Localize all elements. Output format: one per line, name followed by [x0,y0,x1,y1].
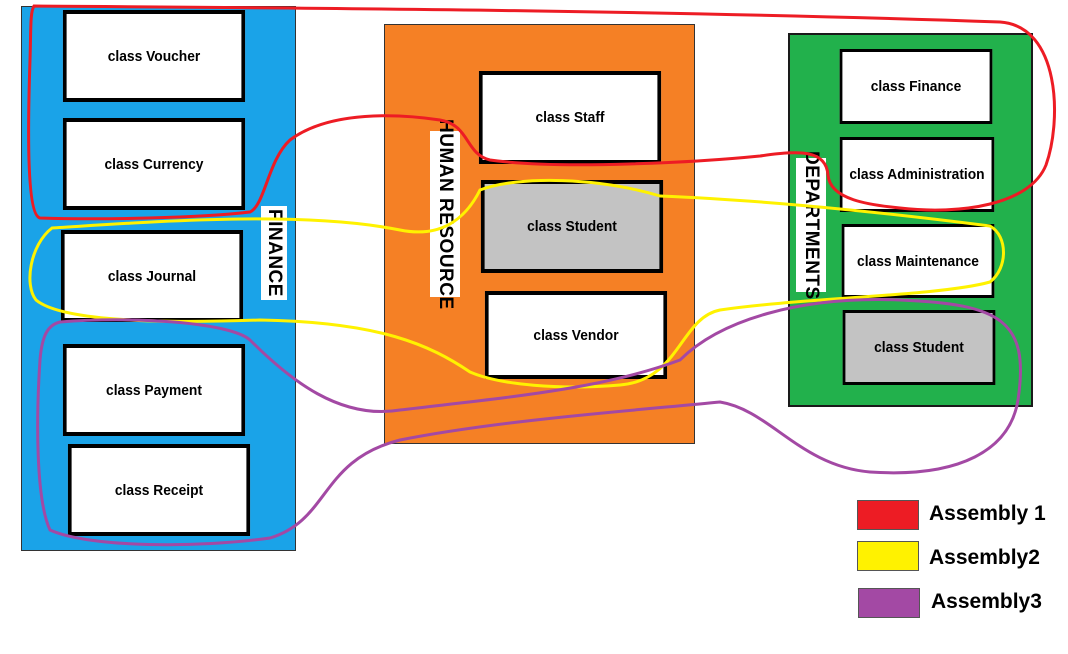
dept-class-administration[interactable]: class Administration [839,137,995,212]
finance-group-label: FINANCE [261,206,287,300]
legend-swatch-assembly-3 [858,588,920,618]
dept-class-maintenance[interactable]: class Maintenance [841,224,995,298]
hr-class-student[interactable]: class Student [480,180,664,273]
hr-class-staff[interactable]: class Staff [478,71,662,164]
dept-class-finance[interactable]: class Finance [839,49,993,124]
legend-label-assembly-2: Assembly2 [929,546,1040,569]
human-resource-group-label: HUMAN RESOURCE [430,119,460,309]
finance-class-currency[interactable]: class Currency [62,118,246,210]
legend-label-assembly-1: Assembly 1 [929,502,1046,525]
dept-class-student[interactable]: class Student [842,310,996,385]
legend-swatch-assembly-1 [857,500,919,530]
legend-swatch-assembly-2 [857,541,919,571]
finance-class-receipt[interactable]: class Receipt [67,444,251,536]
legend-label-assembly-3: Assembly3 [931,590,1042,613]
finance-class-voucher[interactable]: class Voucher [62,10,246,102]
departments-group-label: DEPARTMENTS [796,151,826,299]
hr-class-vendor[interactable]: class Vendor [484,291,668,379]
finance-class-payment[interactable]: class Payment [62,344,246,436]
finance-class-journal[interactable]: class Journal [60,230,244,322]
